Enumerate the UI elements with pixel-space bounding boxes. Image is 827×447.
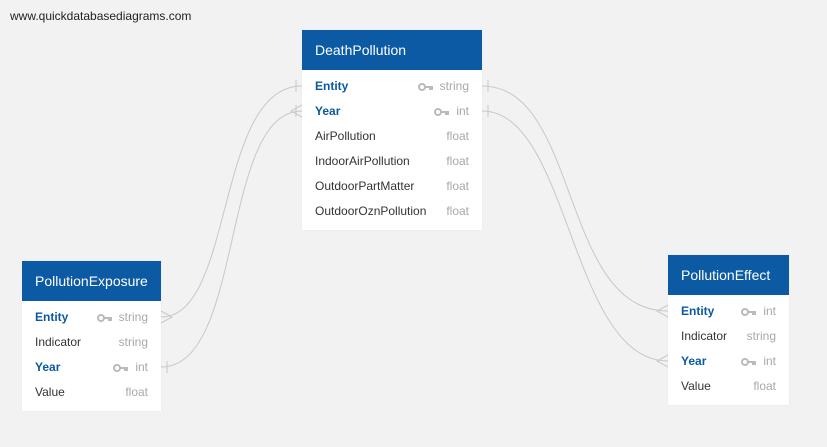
field-name: Year: [681, 354, 707, 368]
field-type: int: [135, 360, 148, 374]
field-type: float: [446, 129, 469, 143]
field-type: float: [446, 154, 469, 168]
table-title[interactable]: PollutionEffect: [668, 255, 789, 295]
field-name: Entity: [35, 310, 69, 324]
field-row-year[interactable]: Year int: [302, 99, 482, 124]
field-type: int: [763, 354, 776, 368]
field-row-entity[interactable]: Entity int: [668, 299, 789, 324]
field-row-year[interactable]: Year int: [668, 349, 789, 374]
table-title[interactable]: DeathPollution: [302, 30, 482, 70]
field-row-value[interactable]: Value float: [22, 380, 161, 405]
field-row-entity[interactable]: Entity string: [22, 305, 161, 330]
table-pollutionexposure[interactable]: PollutionExposure Entity string Indicato…: [22, 261, 161, 411]
field-name: Value: [35, 385, 65, 399]
field-type: float: [753, 379, 776, 393]
field-type: float: [446, 179, 469, 193]
field-name: Entity: [681, 304, 715, 318]
key-icon: [741, 307, 757, 316]
link-exposure-entity: [160, 85, 303, 318]
field-row-indicator[interactable]: Indicator string: [668, 324, 789, 349]
field-row-outdoorpartmatter[interactable]: OutdoorPartMatter float: [302, 174, 482, 199]
field-row-entity[interactable]: Entity string: [302, 74, 482, 99]
field-name: Year: [35, 360, 61, 374]
field-type: string: [746, 329, 776, 343]
field-type: float: [125, 385, 148, 399]
marker-death-year-left: [289, 104, 303, 118]
field-row-airpollution[interactable]: AirPollution float: [302, 124, 482, 149]
watermark: www.quickdatabasediagrams.com: [10, 9, 192, 23]
table-deathpollution[interactable]: DeathPollution Entity string Year int Ai…: [302, 30, 482, 230]
link-effect-year: [481, 110, 669, 362]
field-name: OutdoorPartMatter: [315, 179, 415, 193]
key-icon: [741, 357, 757, 366]
field-name: IndoorAirPollution: [315, 154, 410, 168]
marker-effect-entity: [655, 304, 669, 318]
field-row-year[interactable]: Year int: [22, 355, 161, 380]
link-effect-entity: [481, 85, 669, 312]
marker-effect-year: [655, 354, 669, 368]
field-type: float: [446, 204, 469, 218]
field-name: Indicator: [681, 329, 728, 343]
field-name: OutdoorOznPollution: [315, 204, 427, 218]
key-icon: [434, 107, 450, 116]
field-type: int: [763, 304, 776, 318]
field-row-outdooroznpollution[interactable]: OutdoorOznPollution float: [302, 199, 482, 224]
field-name: Indicator: [35, 335, 82, 349]
key-icon: [113, 363, 129, 372]
field-name: Value: [681, 379, 711, 393]
field-type: string: [118, 335, 148, 349]
field-row-indoorairpollution[interactable]: IndoorAirPollution float: [302, 149, 482, 174]
field-row-indicator[interactable]: Indicator string: [22, 330, 161, 355]
link-exposure-year: [160, 110, 303, 368]
field-name: Year: [315, 104, 341, 118]
table-title[interactable]: PollutionExposure: [22, 261, 161, 301]
key-icon: [96, 313, 112, 322]
field-row-value[interactable]: Value float: [668, 374, 789, 399]
field-name: Entity: [315, 79, 349, 93]
marker-exposure-entity: [160, 310, 174, 324]
field-type: int: [456, 104, 469, 118]
field-name: AirPollution: [315, 129, 376, 143]
field-type: string: [439, 79, 469, 93]
key-icon: [417, 82, 433, 91]
table-pollutioneffect[interactable]: PollutionEffect Entity int Indicator str…: [668, 255, 789, 405]
field-type: string: [118, 310, 148, 324]
